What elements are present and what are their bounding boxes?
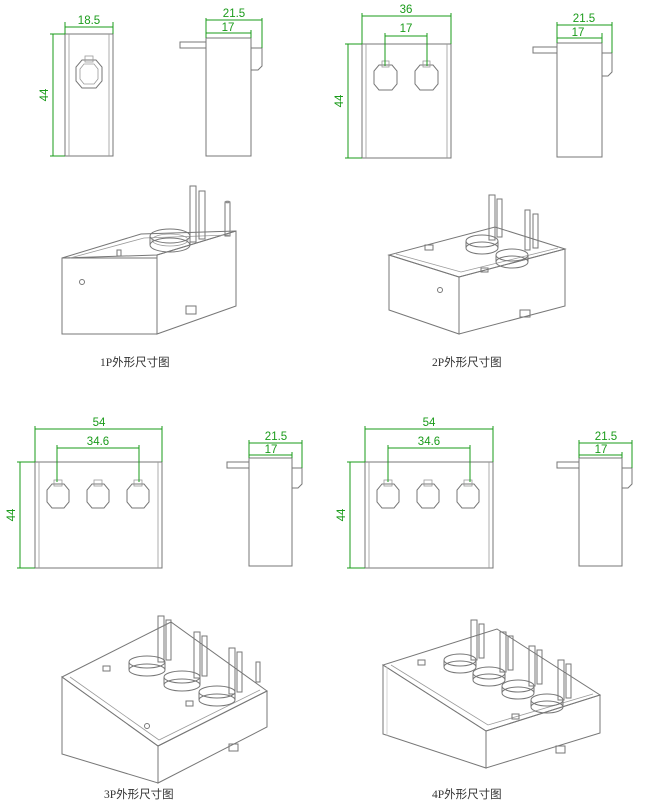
side-view-2p: 21.5 17 <box>532 13 613 158</box>
front-pitch-dimension-4p: 34.6 <box>418 436 440 448</box>
side-view-3p: 21.5 17 <box>226 431 303 567</box>
front-pitch-dimension-3p: 34.6 <box>87 436 109 448</box>
side-view-1p: 21.5 17 <box>179 8 263 157</box>
side-depth-total-dimension-2p: 21.5 <box>573 13 595 25</box>
front-height-dimension-1p: 44 <box>39 88 51 101</box>
side-depth-inner-dimension-4p: 17 <box>595 444 608 456</box>
terminal-hole-icon <box>126 479 150 509</box>
side-depth-inner-dimension-2p: 17 <box>572 27 585 39</box>
front-width-dimension-3p: 54 <box>93 417 106 429</box>
front-width-dimension-1p: 18.5 <box>78 15 100 27</box>
terminal-cup-icon <box>198 685 236 707</box>
caption-3p: 3P外形尺寸图 <box>104 789 174 801</box>
isometric-view-2p <box>387 194 567 335</box>
front-width-dimension-2p: 36 <box>400 4 413 16</box>
panel-1p: 18.5 44 21.5 17 <box>39 8 263 369</box>
side-view-4p: 21.5 17 <box>556 431 633 567</box>
side-depth-inner-dimension-1p: 17 <box>222 22 235 34</box>
panel-2p: 36 17 44 21.5 17 <box>334 4 613 369</box>
front-view-4p: 54 34.6 44 <box>336 417 494 569</box>
terminal-hole-icon <box>46 479 70 509</box>
terminal-hole-icon <box>456 479 480 509</box>
side-depth-inner-dimension-3p: 17 <box>265 444 278 456</box>
front-height-dimension-3p: 44 <box>6 508 18 521</box>
isometric-view-1p <box>61 185 237 335</box>
terminal-cup-icon <box>472 666 506 687</box>
front-pitch-dimension-2p: 17 <box>400 23 413 35</box>
terminal-hole-icon <box>75 55 103 89</box>
terminal-cup-icon <box>128 655 166 677</box>
terminal-cup-icon <box>465 234 499 255</box>
front-height-dimension-4p: 44 <box>336 508 348 521</box>
front-view-1p: 18.5 44 <box>39 15 114 157</box>
caption-4p: 4P外形尺寸图 <box>432 789 502 801</box>
front-view-3p: 54 34.6 44 <box>6 417 163 569</box>
isometric-view-3p <box>61 615 268 784</box>
terminal-hole-icon <box>416 479 440 509</box>
panel-4p: 54 34.6 44 21.5 17 <box>336 417 633 801</box>
terminal-hole-icon <box>376 479 400 509</box>
caption-2p: 2P外形尺寸图 <box>432 357 502 369</box>
terminal-cup-icon <box>163 670 201 692</box>
isometric-view-4p <box>381 619 602 769</box>
side-depth-total-dimension-1p: 21.5 <box>223 8 245 20</box>
side-depth-total-dimension-3p: 21.5 <box>265 431 287 443</box>
front-width-dimension-4p: 54 <box>423 417 436 429</box>
terminal-hole-icon <box>86 479 110 509</box>
caption-1p: 1P外形尺寸图 <box>100 357 170 369</box>
front-view-2p: 36 17 44 <box>334 4 452 159</box>
terminal-cup-icon <box>495 248 529 269</box>
panel-3p: 54 34.6 44 21.5 17 <box>6 417 303 801</box>
side-depth-total-dimension-4p: 21.5 <box>595 431 617 443</box>
front-height-dimension-2p: 44 <box>334 94 346 107</box>
